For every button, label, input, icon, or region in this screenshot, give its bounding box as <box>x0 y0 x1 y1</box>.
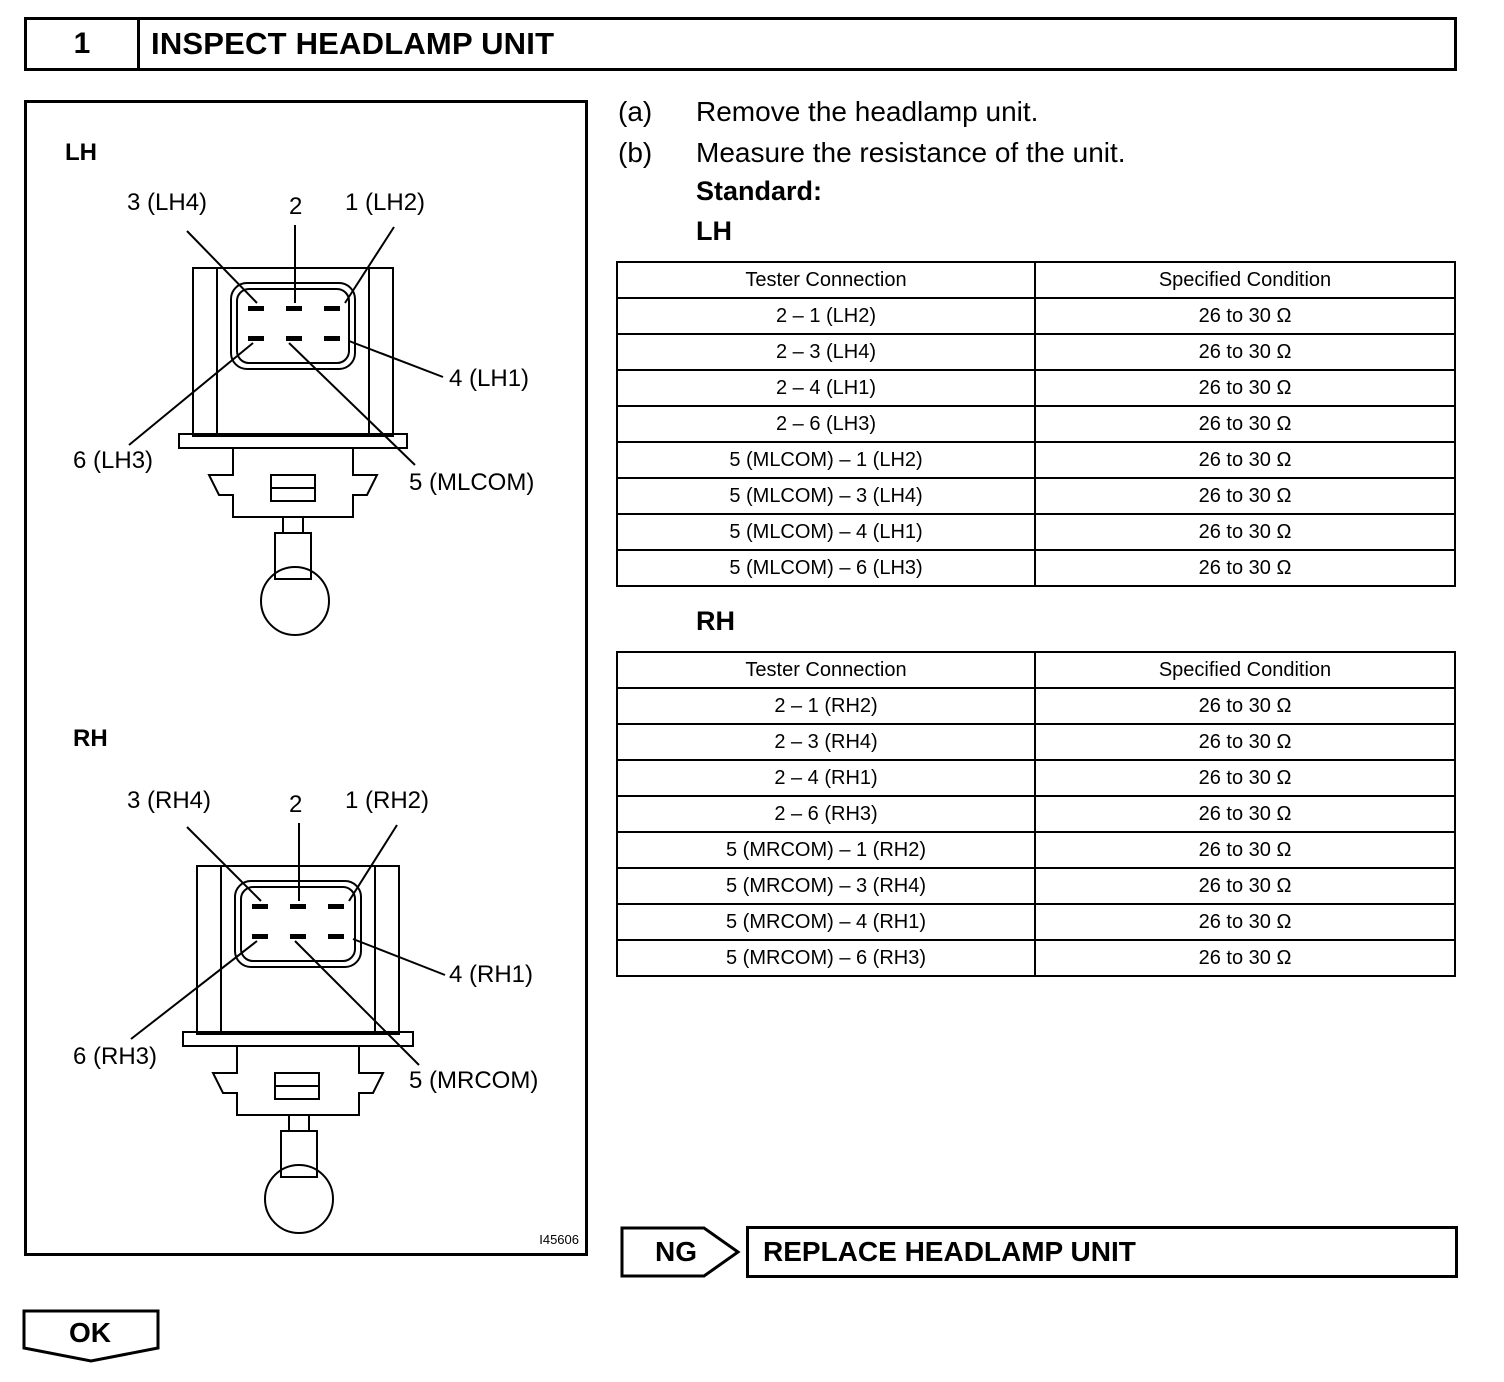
table-row: 5 (MLCOM) – 3 (LH4)26 to 30 Ω <box>615 477 1456 515</box>
tester-connection-cell: 5 (MLCOM) – 6 (LH3) <box>615 549 1037 587</box>
rh-label-pin5: 5 (MRCOM) <box>409 1067 539 1094</box>
table-row: 5 (MRCOM) – 4 (RH1)26 to 30 Ω <box>615 903 1456 941</box>
column-header: Tester Connection <box>615 261 1037 299</box>
specified-condition-cell: 26 to 30 Ω <box>1034 831 1456 869</box>
ng-action-text: REPLACE HEADLAMP UNIT <box>763 1236 1136 1267</box>
specified-condition-cell: 26 to 30 Ω <box>1034 333 1456 371</box>
table-header-row: Tester Connection Specified Condition <box>615 261 1456 299</box>
tester-connection-cell: 2 – 4 (RH1) <box>615 759 1037 797</box>
tester-connection-cell: 5 (MRCOM) – 1 (RH2) <box>615 831 1037 869</box>
instruction-a-text: Remove the headlamp unit. <box>696 96 1039 127</box>
table-row: 5 (MRCOM) – 6 (RH3)26 to 30 Ω <box>615 939 1456 977</box>
step-header: 1 INSPECT HEADLAMP UNIT <box>24 17 1457 71</box>
specified-condition-cell: 26 to 30 Ω <box>1034 867 1456 905</box>
instruction-a: (a) Remove the headlamp unit. <box>618 96 1038 128</box>
table-row: 5 (MRCOM) – 3 (RH4)26 to 30 Ω <box>615 867 1456 905</box>
table-row: 2 – 3 (RH4)26 to 30 Ω <box>615 723 1456 761</box>
rh-connector-drawing <box>130 823 446 1234</box>
step-number: 1 <box>27 20 140 68</box>
table-row: 5 (MLCOM) – 1 (LH2)26 to 30 Ω <box>615 441 1456 479</box>
instruction-b-text: Measure the resistance of the unit. <box>696 137 1126 168</box>
rh-label-pin2: 2 <box>289 791 303 818</box>
ok-arrow-shape <box>22 1309 160 1363</box>
table-row: 2 – 6 (RH3)26 to 30 Ω <box>615 795 1456 833</box>
tester-connection-cell: 5 (MRCOM) – 4 (RH1) <box>615 903 1037 941</box>
column-header: Specified Condition <box>1034 651 1456 689</box>
table-row: 2 – 1 (LH2)26 to 30 Ω <box>615 297 1456 335</box>
lh-label-pin5: 5 (MLCOM) <box>409 469 535 496</box>
rh-label-pin3: 3 (RH4) <box>127 787 212 814</box>
table-row: 5 (MLCOM) – 4 (LH1)26 to 30 Ω <box>615 513 1456 551</box>
lh-label-pin1: 1 (LH2) <box>345 189 426 216</box>
tester-connection-cell: 5 (MLCOM) – 1 (LH2) <box>615 441 1037 479</box>
lh-diagram-heading: LH <box>65 139 97 166</box>
specified-condition-cell: 26 to 30 Ω <box>1034 795 1456 833</box>
specified-condition-cell: 26 to 30 Ω <box>1034 369 1456 407</box>
connector-diagram: LH 3 (LH4) 2 1 (LH2) 4 (LH1) 6 (LH3) 5 (… <box>24 100 588 1256</box>
rh-label-pin4: 4 (RH1) <box>449 961 534 988</box>
specified-condition-cell: 26 to 30 Ω <box>1034 549 1456 587</box>
ok-result-tag: OK <box>22 1308 162 1364</box>
specified-condition-cell: 26 to 30 Ω <box>1034 405 1456 443</box>
table-row: 5 (MRCOM) – 1 (RH2)26 to 30 Ω <box>615 831 1456 869</box>
rh-label-pin1: 1 (RH2) <box>345 787 430 814</box>
specified-condition-cell: 26 to 30 Ω <box>1034 939 1456 977</box>
rh-spec-table: Tester Connection Specified Condition 2 … <box>615 651 1456 977</box>
lh-connector-drawing <box>128 225 444 636</box>
specified-condition-cell: 26 to 30 Ω <box>1034 297 1456 335</box>
lh-label-pin3: 3 (LH4) <box>127 189 208 216</box>
column-header: Tester Connection <box>615 651 1037 689</box>
table-row: 2 – 1 (RH2)26 to 30 Ω <box>615 687 1456 725</box>
tester-connection-cell: 5 (MLCOM) – 4 (LH1) <box>615 513 1037 551</box>
instruction-a-letter: (a) <box>618 96 653 127</box>
ng-arrow-shape <box>620 1226 741 1278</box>
table-row: 5 (MLCOM) – 6 (LH3)26 to 30 Ω <box>615 549 1456 587</box>
tester-connection-cell: 2 – 3 (LH4) <box>615 333 1037 371</box>
tester-connection-cell: 2 – 1 (LH2) <box>615 297 1037 335</box>
table-row: 2 – 3 (LH4)26 to 30 Ω <box>615 333 1456 371</box>
tester-connection-cell: 2 – 1 (RH2) <box>615 687 1037 725</box>
rh-table-heading: RH <box>696 606 735 636</box>
step-title: INSPECT HEADLAMP UNIT <box>151 26 555 61</box>
ok-label: OK <box>69 1317 111 1348</box>
lh-label-pin2: 2 <box>289 193 303 220</box>
figure-code: I45606 <box>539 1232 579 1247</box>
specified-condition-cell: 26 to 30 Ω <box>1034 903 1456 941</box>
tester-connection-cell: 2 – 4 (LH1) <box>615 369 1037 407</box>
tester-connection-cell: 2 – 6 (LH3) <box>615 405 1037 443</box>
table-row: 2 – 4 (LH1)26 to 30 Ω <box>615 369 1456 407</box>
connector-drawings <box>128 225 446 1234</box>
specified-condition-cell: 26 to 30 Ω <box>1034 723 1456 761</box>
standard-heading: Standard: <box>696 176 823 206</box>
specified-condition-cell: 26 to 30 Ω <box>1034 441 1456 479</box>
rh-label-pin6: 6 (RH3) <box>73 1043 158 1070</box>
instruction-b: (b) Measure the resistance of the unit. <box>618 137 1126 169</box>
table-row: 2 – 4 (RH1)26 to 30 Ω <box>615 759 1456 797</box>
instruction-b-letter: (b) <box>618 137 653 168</box>
tester-connection-cell: 2 – 6 (RH3) <box>615 795 1037 833</box>
specified-condition-cell: 26 to 30 Ω <box>1034 513 1456 551</box>
lh-table-heading: LH <box>696 216 732 246</box>
specified-condition-cell: 26 to 30 Ω <box>1034 759 1456 797</box>
tester-connection-cell: 5 (MLCOM) – 3 (LH4) <box>615 477 1037 515</box>
rh-diagram-heading: RH <box>73 725 108 752</box>
tester-connection-cell: 5 (MRCOM) – 3 (RH4) <box>615 867 1037 905</box>
table-header-row: Tester Connection Specified Condition <box>615 651 1456 689</box>
tester-connection-cell: 5 (MRCOM) – 6 (RH3) <box>615 939 1037 977</box>
ng-label: NG <box>655 1236 697 1267</box>
column-header: Specified Condition <box>1034 261 1456 299</box>
lh-label-pin6: 6 (LH3) <box>73 447 154 474</box>
table-row: 2 – 6 (LH3)26 to 30 Ω <box>615 405 1456 443</box>
lh-spec-table: Tester Connection Specified Condition 2 … <box>615 261 1456 587</box>
specified-condition-cell: 26 to 30 Ω <box>1034 477 1456 515</box>
lh-label-pin4: 4 (LH1) <box>449 365 530 392</box>
tester-connection-cell: 2 – 3 (RH4) <box>615 723 1037 761</box>
specified-condition-cell: 26 to 30 Ω <box>1034 687 1456 725</box>
ng-result-tag: NG <box>620 1226 742 1278</box>
ng-action-box: REPLACE HEADLAMP UNIT <box>746 1226 1458 1278</box>
